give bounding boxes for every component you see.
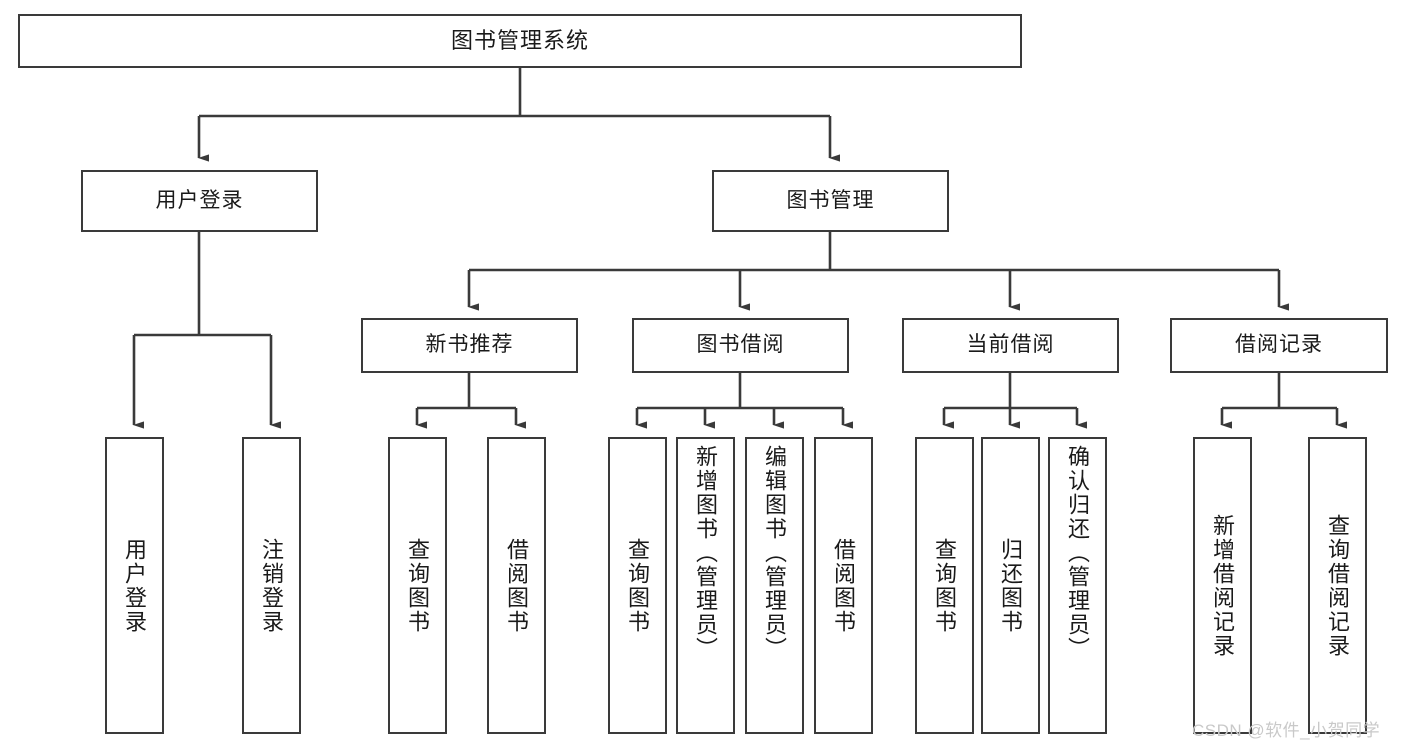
- node-label: 归还图书: [998, 537, 1024, 634]
- node-new-book-recommend[interactable]: 新书推荐: [361, 318, 578, 373]
- node-label: 编辑图书（管理员）: [762, 445, 788, 661]
- node-user-login[interactable]: 用户登录: [81, 170, 318, 232]
- node-label: 查询图书: [932, 537, 958, 634]
- node-leaf-borrow-book-2[interactable]: 借阅图书: [814, 437, 873, 734]
- node-label: 用户登录: [155, 188, 244, 212]
- node-label: 借阅记录: [1235, 333, 1323, 357]
- node-label: 图书管理系统: [450, 28, 589, 54]
- node-label: 查询图书: [625, 537, 651, 634]
- node-book-borrow[interactable]: 图书借阅: [632, 318, 849, 373]
- node-label: 新增图书（管理员）: [693, 445, 719, 661]
- node-label: 查询借阅记录: [1325, 513, 1351, 658]
- node-leaf-query-book-1[interactable]: 查询图书: [388, 437, 447, 734]
- node-label: 图书管理: [786, 188, 875, 212]
- node-leaf-confirm-return[interactable]: 确认归还（管理员）: [1048, 437, 1107, 734]
- node-label: 查询图书: [405, 537, 431, 634]
- node-leaf-add-book[interactable]: 新增图书（管理员）: [676, 437, 735, 734]
- node-leaf-borrow-book-1[interactable]: 借阅图书: [487, 437, 546, 734]
- node-label: 用户登录: [122, 537, 148, 634]
- node-leaf-return-book[interactable]: 归还图书: [981, 437, 1040, 734]
- node-leaf-add-record[interactable]: 新增借阅记录: [1193, 437, 1252, 734]
- node-label: 借阅图书: [504, 537, 530, 634]
- node-borrow-record[interactable]: 借阅记录: [1170, 318, 1388, 373]
- csdn-watermark: CSDN @软件_小贺同学: [1192, 721, 1381, 740]
- node-leaf-query-book-3[interactable]: 查询图书: [915, 437, 974, 734]
- node-leaf-user-login[interactable]: 用户登录: [105, 437, 164, 734]
- node-root-book-management-system[interactable]: 图书管理系统: [18, 14, 1022, 68]
- node-current-borrow[interactable]: 当前借阅: [902, 318, 1119, 373]
- node-label: 当前借阅: [966, 333, 1055, 357]
- node-label: 借阅图书: [831, 537, 857, 634]
- node-label: 新书推荐: [425, 333, 514, 357]
- node-leaf-logout-login[interactable]: 注销登录: [242, 437, 301, 734]
- node-leaf-edit-book[interactable]: 编辑图书（管理员）: [745, 437, 804, 734]
- node-book-manage[interactable]: 图书管理: [712, 170, 949, 232]
- node-label: 确认归还（管理员）: [1065, 445, 1091, 661]
- node-label: 注销登录: [259, 537, 285, 634]
- node-leaf-query-record[interactable]: 查询借阅记录: [1308, 437, 1367, 734]
- node-leaf-query-book-2[interactable]: 查询图书: [608, 437, 667, 734]
- node-label: 图书借阅: [696, 333, 785, 357]
- node-label: 新增借阅记录: [1210, 513, 1236, 658]
